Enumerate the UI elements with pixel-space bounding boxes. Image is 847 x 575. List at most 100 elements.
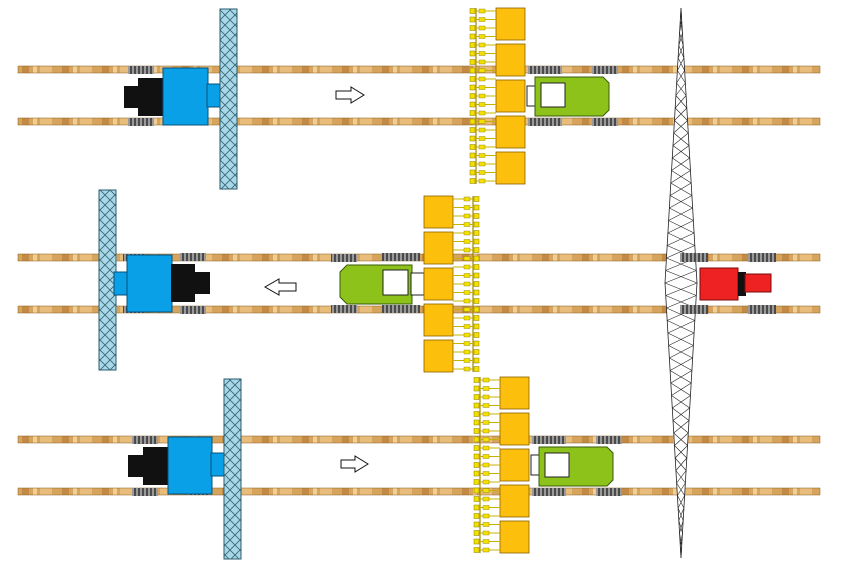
seeder-tine [478,42,486,48]
tractor-tire [528,118,562,126]
tractor-tire [382,253,420,261]
seeder-tine [473,377,480,383]
seeder-tine [463,358,471,363]
seeder-tine [478,34,486,39]
seeder-tine [473,445,480,451]
seeder-tine [482,445,490,451]
seeder-box [423,195,454,229]
cab [171,264,195,302]
seeder-box [499,412,530,446]
tractor-tire [680,253,708,262]
engine-hood [744,273,772,293]
seeder-tine [473,419,480,426]
seeder-tine [482,462,490,468]
seeder-tine [463,222,471,227]
blue-tractor-lane1 [124,66,221,126]
seeder-tine [473,289,480,296]
seeder-tine [478,144,486,150]
seeder-tine [478,161,486,167]
blue-tractor-lane2 [113,253,210,314]
seeder-tine [482,505,490,510]
seeder-tine [482,403,490,408]
seeder-tine [463,239,471,244]
seeder-tine [469,59,476,65]
seeder-tine [478,59,486,65]
seeder-tine [473,411,480,417]
seeder-box [499,448,530,482]
seeder-tine [478,110,486,116]
seeder-tine [473,453,480,460]
seeder-tine [469,101,476,108]
tractor-tire [592,118,618,126]
seeder-tine [473,247,480,253]
tractor-tire [128,66,154,74]
seeder-tine [478,119,486,124]
tractor-tire [596,436,622,444]
engine-hood [113,271,129,296]
seeder-tine [463,315,471,321]
seeder-tine [469,8,476,14]
seeder-tine [469,110,476,116]
seeder-tine [473,255,480,262]
tractor-tire [180,306,206,314]
seeder-tine [473,496,480,502]
lane-1 [124,7,618,190]
sprayer-boom-icon [219,8,238,190]
seeder-bar-icon [473,376,530,554]
seeder-tine [473,504,480,511]
seeder-tine [482,522,490,527]
seeder-tine [473,402,480,409]
tractor-body [126,254,173,313]
seeder-tine [473,272,480,279]
seeder-tine [469,16,476,23]
seeder-tine [478,17,486,22]
engine-hood [210,452,225,477]
seeder-tine [473,315,480,321]
tractor-tire [748,253,776,262]
tractor-tire [331,305,357,313]
seeder-tine [473,238,480,245]
seeder-box [495,7,526,41]
cab [143,447,169,485]
seeder-tine [463,196,471,202]
seeder-tine [463,247,471,253]
cab [138,78,164,116]
seeder-tine [473,462,480,468]
seeder-tine [482,513,490,519]
seeder-tine [478,25,486,31]
tractor-tire [382,305,420,313]
tractor-tire [596,488,622,496]
seeder-tine [463,332,471,338]
seeder-tine [469,135,476,142]
seeder-tine [473,323,480,330]
seeder-tine [469,127,476,133]
seeder-tine [469,42,476,48]
seeder-tine [469,84,476,91]
engine-hood [206,83,221,108]
seeder-tine [469,33,476,40]
hitch [128,455,144,477]
seeder-tine [473,394,480,400]
tractor-tire [180,253,206,261]
seeder-tine [473,221,480,228]
seeder-tine [473,366,480,372]
seeder-box [499,376,530,410]
seeder-tine [463,205,471,210]
seeder-tine [473,264,480,270]
seeder-tine [473,521,480,528]
seeder-tine [473,530,480,536]
seeder-tine [473,538,480,545]
seeder-tine [478,178,486,184]
seeder-tine [473,298,480,304]
seeder-tine [463,273,471,278]
tractor-body [162,67,209,126]
red-tractor [680,253,776,314]
tractor-tire [132,436,158,444]
seeder-tine [482,394,490,400]
seeder-tine [482,539,490,544]
seeder-box [495,79,526,113]
rail-lane3-top [17,435,821,444]
seeder-tine [473,196,480,202]
seeder-tine [473,470,480,477]
seeder-tine [469,161,476,167]
